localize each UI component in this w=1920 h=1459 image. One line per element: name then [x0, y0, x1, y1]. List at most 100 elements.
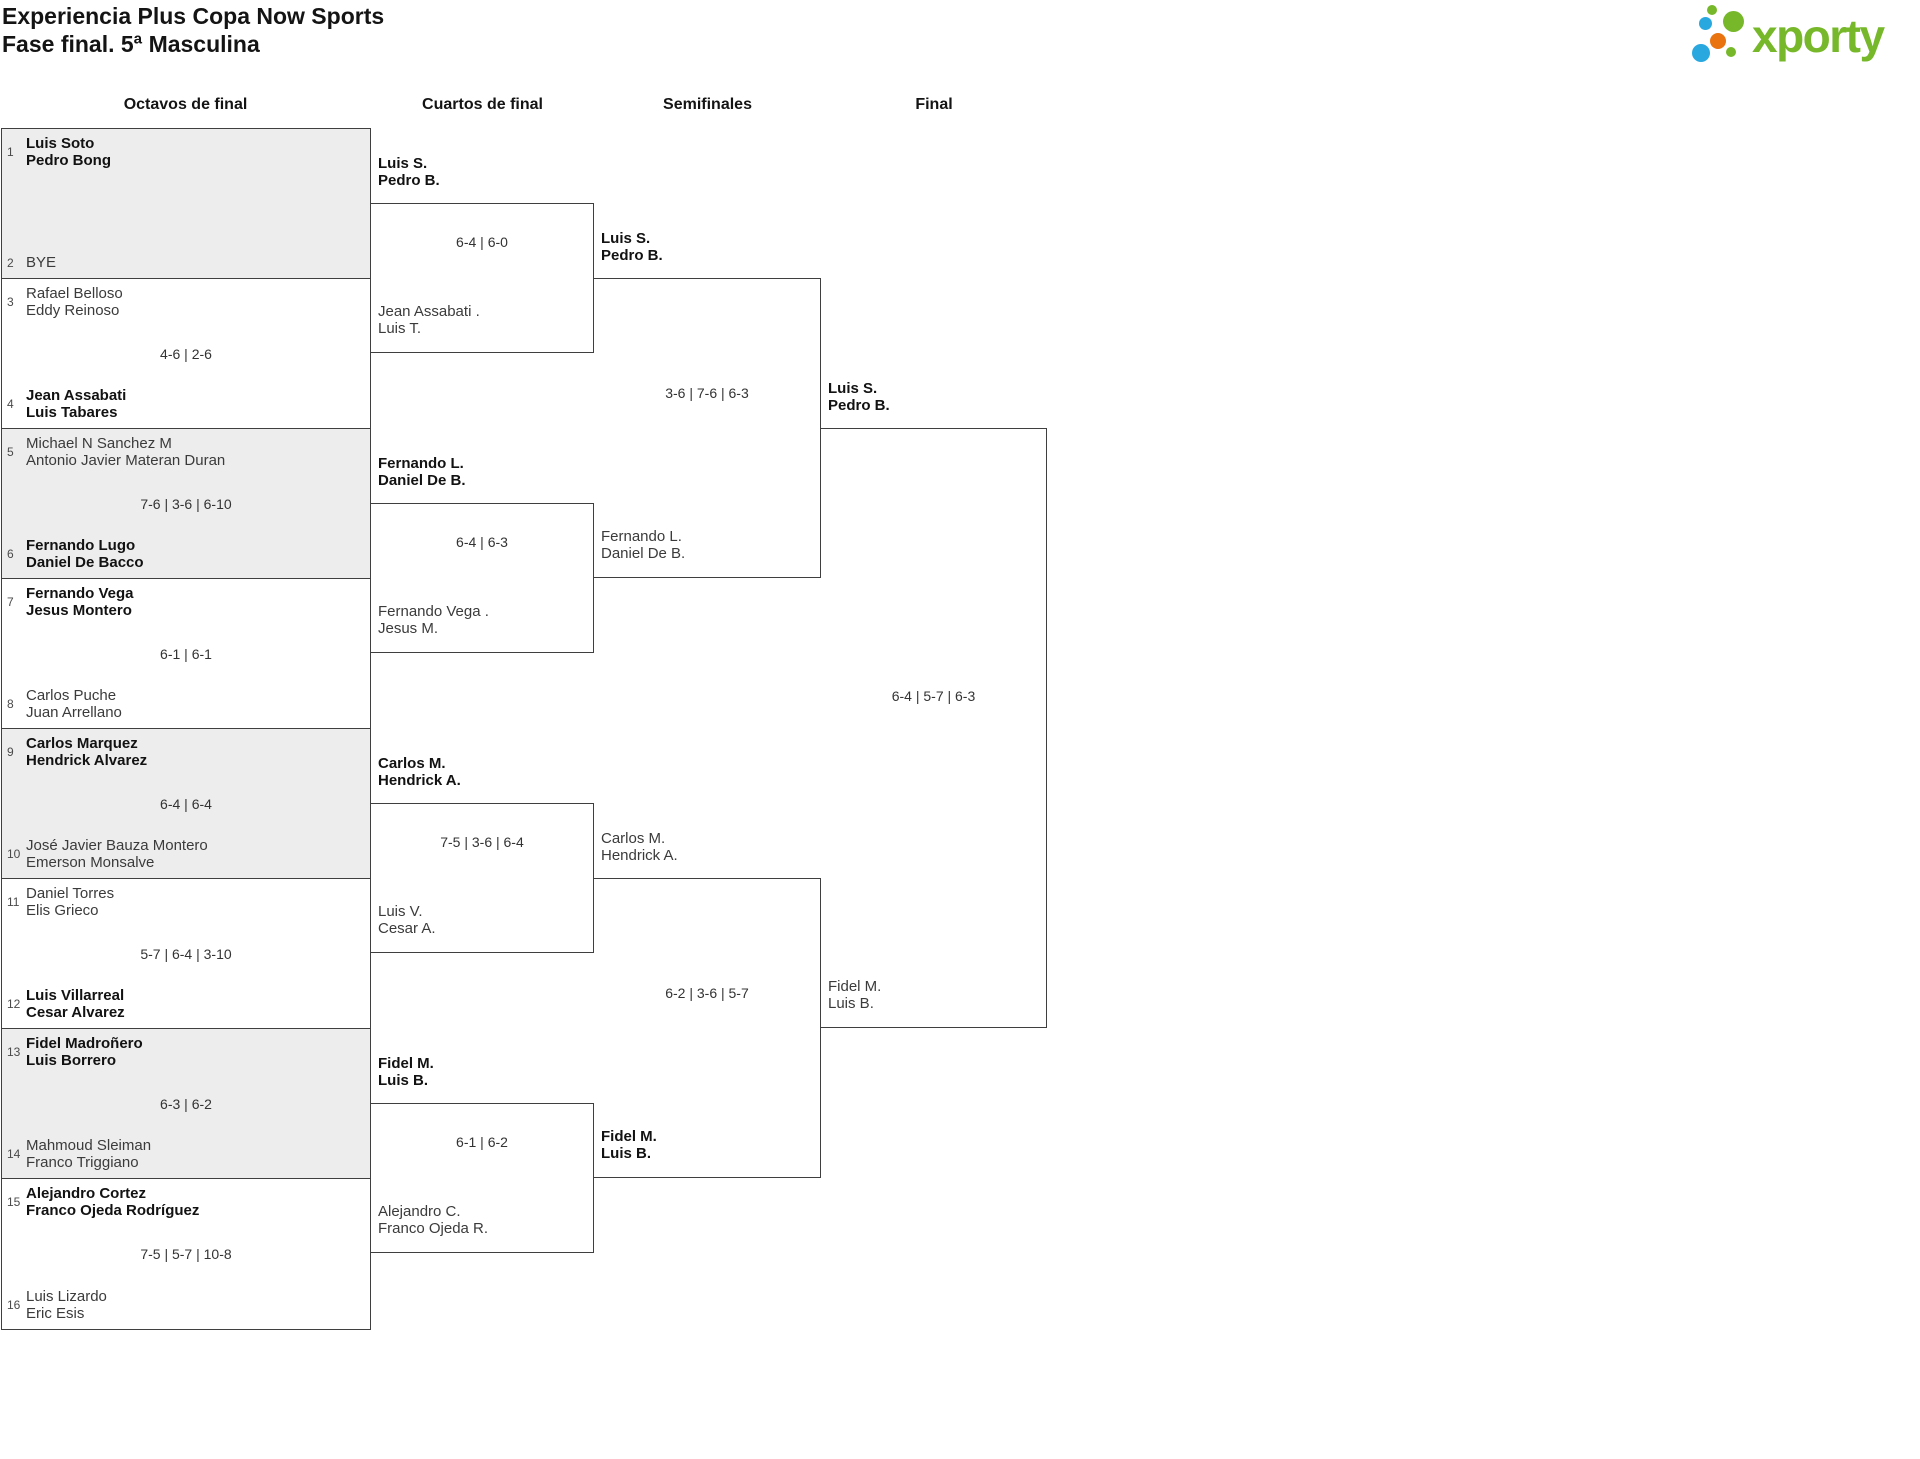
- team-line2: Luis Borrero: [26, 1052, 117, 1069]
- team-line1: Fidel M.: [828, 978, 882, 995]
- team-line2: Juan Arrellano: [26, 704, 122, 721]
- team-line2: Emerson Monsalve: [26, 854, 155, 871]
- team-line2: Daniel De B.: [601, 545, 686, 562]
- team-line2: Franco Ojeda Rodríguez: [26, 1202, 200, 1219]
- seed-number: 3: [7, 295, 14, 309]
- seed-number: 13: [7, 1045, 21, 1059]
- match-score: 4-6 | 2-6: [160, 346, 212, 362]
- qf-match-2: Fernando L. Daniel De B. 6-4 | 6-3 Ferna…: [371, 455, 594, 653]
- team-line1: BYE: [26, 254, 57, 271]
- team-name: Michael N Sanchez M Antonio Javier Mater…: [26, 435, 225, 469]
- seed-number: 14: [7, 1147, 21, 1161]
- team-line1: Fernando Lugo: [26, 537, 136, 554]
- seed-number: 5: [7, 445, 14, 459]
- seed-number: 1: [7, 145, 14, 159]
- seed-number: 10: [7, 847, 21, 861]
- team-line2: Luis B.: [378, 1072, 429, 1089]
- team-name: Fidel M. Luis B.: [378, 1055, 434, 1089]
- seed-number: 6: [7, 547, 14, 561]
- team-name: José Javier Bauza Montero Emerson Monsal…: [26, 837, 208, 871]
- team-line1: Luis S.: [378, 155, 428, 172]
- sf-match-2: Carlos M. Hendrick A. 6-2 | 3-6 | 5-7 Fi…: [594, 830, 821, 1178]
- seed-number: 12: [7, 997, 21, 1011]
- team-name: Fidel M. Luis B.: [601, 1128, 657, 1162]
- qf-match-4: Fidel M. Luis B. 6-1 | 6-2 Alejandro C. …: [371, 1055, 594, 1253]
- team-line2: Hendrick A.: [601, 847, 678, 864]
- team-line2: Cesar A.: [378, 920, 436, 937]
- team-line2: Luis B.: [601, 1145, 652, 1162]
- page-title: Experiencia Plus Copa Now Sports Fase fi…: [2, 2, 384, 58]
- team-name: Fernando L. Daniel De B.: [601, 528, 685, 562]
- team-line2: Pedro B.: [601, 247, 663, 264]
- round-header-octavos: Octavos de final: [123, 96, 248, 113]
- match-score: 6-1 | 6-1: [160, 646, 212, 662]
- seed-number: 4: [7, 397, 14, 411]
- team-line2: Daniel De Bacco: [26, 554, 144, 571]
- team-name: Luis S. Pedro B.: [828, 380, 890, 414]
- team-line2: Pedro Bong: [26, 152, 111, 169]
- team-line2: Elis Grieco: [26, 902, 99, 919]
- team-line1: Carlos Puche: [26, 687, 117, 704]
- logo-dot-green-small-top: [1707, 5, 1717, 15]
- team-line1: Luis V.: [378, 903, 423, 920]
- team-line1: Alejandro C.: [378, 1203, 461, 1220]
- team-line2: Hendrick Alvarez: [26, 752, 148, 769]
- team-name: Fernando Lugo Daniel De Bacco: [26, 537, 144, 571]
- team-line1: Luis S.: [601, 230, 651, 247]
- team-line1: José Javier Bauza Montero: [26, 837, 208, 854]
- round-header-cuartos: Cuartos de final: [422, 96, 543, 113]
- qf-match-1: Luis S. Pedro B. 6-4 | 6-0 Jean Assabati…: [371, 155, 594, 353]
- team-name: Luis Soto Pedro Bong: [26, 135, 111, 169]
- seed-number: 9: [7, 745, 14, 759]
- team-line2: Antonio Javier Materan Duran: [26, 452, 226, 469]
- team-line1: Fidel Madroñero: [26, 1035, 143, 1052]
- r16-match-8: 15 Alejandro Cortez Franco Ojeda Rodrígu…: [2, 1179, 370, 1329]
- phase-category: Fase final. 5ª Masculina: [2, 31, 260, 57]
- round-header-semifinales: Semifinales: [663, 96, 752, 113]
- r16-match-6: 11 Daniel Torres Elis Grieco 5-7 | 6-4 |…: [2, 879, 370, 1029]
- team-line1: Mahmoud Sleiman: [26, 1137, 152, 1154]
- team-line2: Franco Triggiano: [26, 1154, 139, 1171]
- team-line1: Rafael Belloso: [26, 285, 123, 302]
- team-name: Fidel M. Luis B.: [828, 978, 881, 1012]
- team-line1: Michael N Sanchez M: [26, 435, 172, 452]
- r16-match-4: 7 Fernando Vega Jesus Montero 6-1 | 6-1 …: [2, 579, 370, 729]
- round-header-final: Final: [915, 96, 953, 113]
- team-name: Fernando Vega Jesus Montero: [26, 585, 134, 619]
- logo-dot-orange: [1710, 33, 1726, 49]
- team-line2: Luis Tabares: [26, 404, 118, 421]
- team-name: Fernando L. Daniel De B.: [378, 455, 466, 489]
- seed-number: 2: [7, 255, 14, 270]
- team-line2: Eddy Reinoso: [26, 302, 120, 319]
- team-line2: Cesar Alvarez: [26, 1004, 125, 1021]
- tournament-name: Experiencia Plus Copa Now Sports: [2, 3, 385, 29]
- sf-match-1: Luis S. Pedro B. 3-6 | 7-6 | 6-3 Fernand…: [594, 230, 821, 578]
- team-name: Fernando Vega . Jesus M.: [378, 603, 489, 637]
- team-name: Carlos M. Hendrick A.: [378, 755, 461, 789]
- team-name: Luis S. Pedro B.: [378, 155, 440, 189]
- logo-wordmark: xporty: [1752, 10, 1885, 62]
- match-score: 6-4 | 5-7 | 6-3: [891, 688, 976, 704]
- match-score: 6-1 | 6-2: [456, 1134, 508, 1150]
- round16-column: 1 Luis Soto Pedro Bong 2 BYE 3 Rafael Be…: [1, 128, 371, 1330]
- team-line2: Luis B.: [828, 995, 874, 1012]
- team-name: Jean Assabati . Luis T.: [378, 303, 480, 337]
- team-name: Luis Lizardo Eric Esis: [26, 1288, 107, 1322]
- xporty-logo[interactable]: xporty: [1690, 4, 1915, 70]
- team-line1: Fidel M.: [601, 1128, 657, 1145]
- match-score: 6-4 | 6-0: [456, 234, 508, 250]
- team-line1: Daniel Torres: [26, 885, 115, 902]
- team-line1: Carlos Marquez: [26, 735, 138, 752]
- seed-number: 8: [7, 697, 14, 711]
- team-name: Alejandro C. Franco Ojeda R.: [378, 1203, 488, 1237]
- match-score: 6-3 | 6-2: [160, 1096, 212, 1112]
- seed-number: 16: [7, 1298, 21, 1312]
- match-score: 6-4 | 6-3: [456, 534, 508, 550]
- logo-dot-blue-small: [1699, 17, 1712, 30]
- team-line1: Alejandro Cortez: [26, 1185, 147, 1202]
- team-line1: Fernando L.: [378, 455, 464, 472]
- logo-dot-green-small-bottom: [1726, 47, 1736, 57]
- logo-dot-green-large: [1723, 11, 1744, 32]
- team-name: Carlos Puche Juan Arrellano: [26, 687, 122, 721]
- team-line1: Jean Assabati .: [378, 303, 480, 320]
